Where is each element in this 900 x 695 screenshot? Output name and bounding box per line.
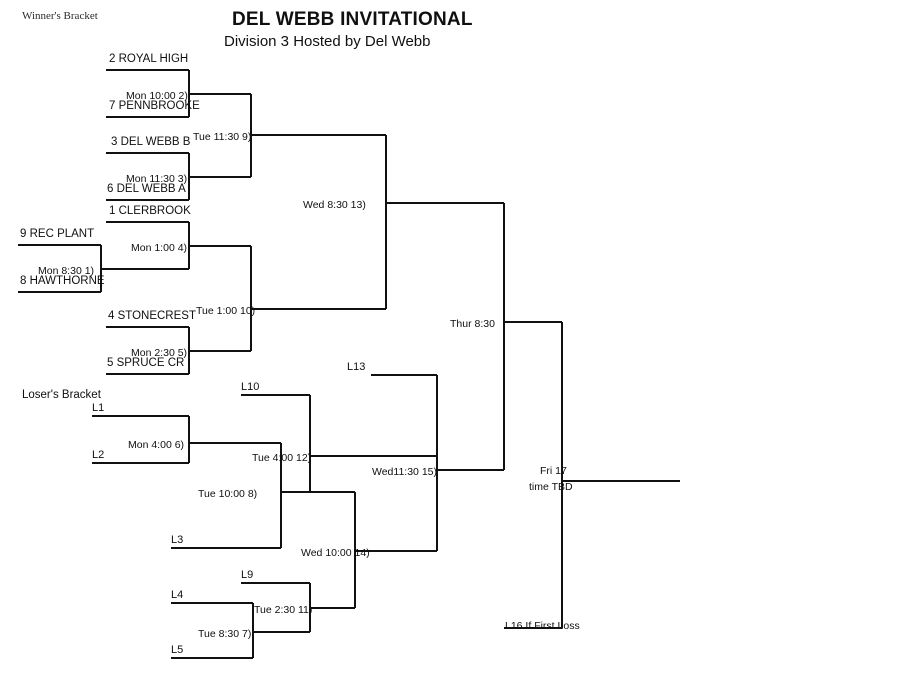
game-label-6[interactable]: Mon 4:00 6)	[128, 438, 185, 451]
page-title: DEL WEBB INVITATIONAL	[232, 9, 473, 30]
game-label-1[interactable]: Mon 8:30 1)	[38, 264, 95, 277]
team-slot-clerbrook[interactable]: 1 CLERBROOK	[109, 205, 191, 217]
team-slot-del-webb-a[interactable]: 6 DEL WEBB A	[107, 183, 186, 195]
game-label-16-semifinal[interactable]: Thur 8:30	[450, 317, 495, 330]
feed-slot-l4[interactable]: L4	[171, 589, 184, 601]
if-game-note: L16 If First Loss	[505, 620, 580, 632]
feed-slot-l13[interactable]: L13	[347, 361, 366, 373]
feed-slot-l5[interactable]: L5	[171, 644, 184, 656]
championship-time-tbd: time TBD	[529, 480, 573, 493]
game-label-10[interactable]: Tue 1:00 10)	[196, 304, 256, 317]
team-slot-hawthorne[interactable]: 8 HAWTHORNE	[20, 275, 105, 287]
game-label-9[interactable]: Tue 11:30 9)	[193, 130, 252, 143]
page-subtitle: Division 3 Hosted by Del Webb	[224, 33, 431, 50]
losers-bracket-heading: Loser's Bracket	[22, 389, 101, 401]
team-slot-rec-plant[interactable]: 9 REC PLANT	[20, 228, 95, 240]
game-label-15[interactable]: Wed11:30 15)	[372, 465, 437, 478]
game-label-5[interactable]: Mon 2:30 5)	[131, 346, 188, 359]
team-slot-pennbrooke[interactable]: 7 PENNBROOKE	[109, 100, 200, 112]
game-label-3[interactable]: Mon 11:30 3)	[126, 172, 188, 185]
feed-slot-l1[interactable]: L1	[92, 402, 105, 414]
game-label-7[interactable]: Tue 8:30 7)	[198, 627, 252, 640]
game-label-2[interactable]: Mon 10:00 2)	[126, 89, 188, 102]
game-label-11[interactable]: Tue 2:30 11)	[254, 603, 313, 616]
feed-slot-l2[interactable]: L2	[92, 449, 105, 461]
team-slot-del-webb-b[interactable]: 3 DEL WEBB B	[111, 136, 191, 148]
game-label-17-championship[interactable]: Fri 17	[540, 464, 567, 477]
game-label-8[interactable]: Tue 10:00 8)	[198, 487, 258, 500]
feed-slot-l10[interactable]: L10	[241, 381, 260, 393]
feed-slot-l3[interactable]: L3	[171, 534, 184, 546]
game-label-12[interactable]: Tue 4:00 12)	[252, 451, 312, 464]
game-label-14[interactable]: Wed 10:00 14)	[301, 546, 370, 559]
winners-bracket-heading: Winner's Bracket	[22, 10, 98, 22]
game-label-13[interactable]: Wed 8:30 13)	[303, 198, 366, 211]
game-label-4[interactable]: Mon 1:00 4)	[131, 241, 188, 254]
team-slot-spruce-cr[interactable]: 5 SPRUCE CR	[107, 357, 185, 369]
team-slot-stonecrest[interactable]: 4 STONECREST	[108, 310, 196, 322]
feed-slot-l9[interactable]: L9	[241, 569, 254, 581]
team-slot-royal-high[interactable]: 2 ROYAL HIGH	[109, 53, 189, 65]
